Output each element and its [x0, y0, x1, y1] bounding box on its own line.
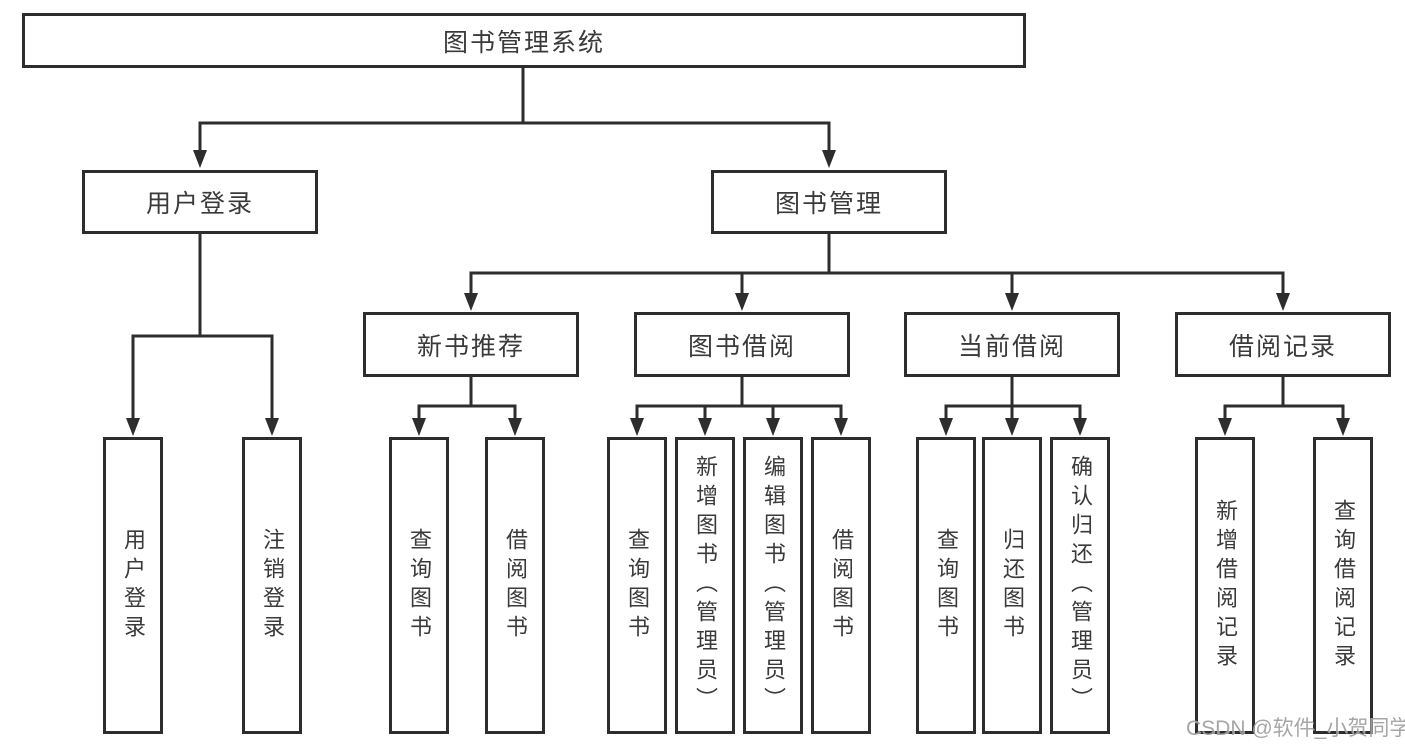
node-current-borrowing-label: 当前借阅: [957, 332, 1066, 361]
connector-root-to-level2: [193, 66, 836, 168]
leaf-query-books-recommend-label: 查询图书: [407, 527, 432, 644]
leaf-query-borrow-record-label: 查询借阅记录: [1331, 498, 1356, 673]
watermark: CSDN @软件_小贺同学: [1186, 717, 1405, 740]
leaf-user-login: 用户登录: [103, 437, 163, 734]
leaf-confirm-return-admin: 确认归还（管理员）: [1050, 437, 1110, 734]
leaf-borrow-books-recommend-label: 借阅图书: [503, 527, 528, 644]
leaf-edit-book-admin-label: 编辑图书（管理员）: [761, 455, 786, 716]
leaf-query-books-borrowing-label: 查询图书: [625, 527, 650, 644]
node-new-book-recommendation: 新书推荐: [363, 312, 579, 377]
leaf-add-book-admin-label: 新增图书（管理员）: [693, 455, 718, 716]
connector-new-book-children: [412, 375, 522, 436]
leaf-borrow-books-borrowing-label: 借阅图书: [829, 527, 854, 644]
leaf-return-books-label: 归还图书: [1000, 527, 1025, 644]
leaf-query-books-recommend: 查询图书: [389, 437, 449, 734]
connector-current-borrowing-children: [939, 375, 1087, 436]
leaf-confirm-return-admin-label: 确认归还（管理员）: [1068, 455, 1093, 716]
leaf-query-books-current: 查询图书: [916, 437, 976, 734]
leaf-borrow-books-borrowing: 借阅图书: [811, 437, 871, 734]
leaf-user-login-label: 用户登录: [121, 527, 146, 644]
node-new-book-recommendation-label: 新书推荐: [416, 332, 525, 361]
leaf-borrow-books-recommend: 借阅图书: [485, 437, 545, 734]
node-current-borrowing: 当前借阅: [904, 312, 1120, 377]
leaf-add-borrow-record-label: 新增借阅记录: [1213, 498, 1238, 673]
node-book-borrowing: 图书借阅: [634, 312, 850, 377]
node-library-system: 图书管理系统: [22, 13, 1026, 68]
node-book-management-label: 图书管理: [774, 190, 883, 218]
leaf-logout: 注销登录: [242, 437, 302, 734]
connector-book-management-children: [464, 232, 1290, 311]
leaf-edit-book-admin: 编辑图书（管理员）: [743, 437, 803, 734]
node-book-borrowing-label: 图书借阅: [687, 332, 796, 361]
connector-user-login-children: [126, 232, 279, 436]
node-library-system-label: 图书管理系统: [442, 28, 605, 57]
connector-book-borrowing-children: [630, 375, 848, 436]
leaf-add-borrow-record: 新增借阅记录: [1195, 437, 1255, 734]
node-borrowing-records: 借阅记录: [1175, 312, 1391, 377]
node-book-management: 图书管理: [711, 170, 947, 234]
leaf-logout-label: 注销登录: [260, 527, 285, 644]
leaf-query-books-current-label: 查询图书: [934, 527, 959, 644]
connector-borrowing-records-children: [1218, 375, 1350, 436]
leaf-query-books-borrowing: 查询图书: [607, 437, 667, 734]
node-user-login-label: 用户登录: [145, 190, 254, 218]
leaf-return-books: 归还图书: [982, 437, 1042, 734]
leaf-add-book-admin: 新增图书（管理员）: [675, 437, 735, 734]
node-user-login: 用户登录: [82, 170, 318, 234]
node-borrowing-records-label: 借阅记录: [1228, 332, 1337, 361]
leaf-query-borrow-record: 查询借阅记录: [1313, 437, 1373, 734]
